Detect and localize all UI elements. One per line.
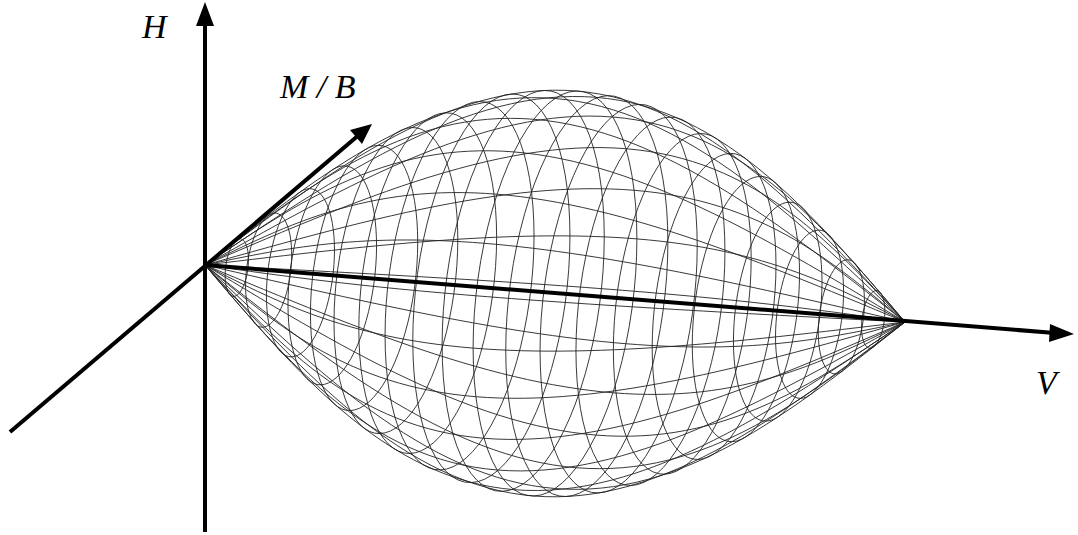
arrowhead bbox=[350, 124, 372, 144]
mesh-line bbox=[205, 265, 905, 489]
mesh-line bbox=[205, 148, 905, 322]
mesh-line bbox=[205, 189, 905, 322]
arrowhead bbox=[1049, 324, 1074, 342]
mesh-line bbox=[205, 240, 905, 322]
mesh-line bbox=[205, 97, 905, 323]
mb-axis bbox=[10, 134, 360, 432]
mesh-line bbox=[205, 265, 905, 347]
mesh-line bbox=[205, 265, 905, 471]
mesh-line bbox=[205, 265, 905, 491]
axis-label: M / B bbox=[280, 68, 356, 105]
mesh-line bbox=[205, 265, 905, 469]
mesh-line bbox=[205, 265, 905, 398]
axis-label: H bbox=[142, 8, 167, 45]
axis-label: V bbox=[1036, 364, 1057, 401]
v-axis bbox=[205, 265, 1055, 333]
mesh-line bbox=[205, 265, 905, 436]
mesh-line bbox=[205, 265, 905, 351]
mesh-line bbox=[205, 193, 905, 322]
h-axis bbox=[203, 22, 207, 532]
mesh-line bbox=[205, 98, 905, 322]
coordinate-axes bbox=[10, 2, 1074, 532]
arrowhead bbox=[196, 2, 214, 26]
